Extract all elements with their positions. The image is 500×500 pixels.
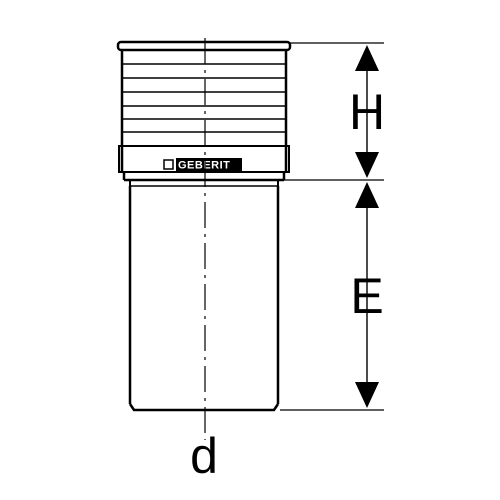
dimension-h-arrow-top-icon <box>355 45 379 71</box>
dimension-h-label: H <box>349 84 385 140</box>
dimension-h-arrow-bottom-icon <box>355 152 379 178</box>
spigot-pipe <box>128 185 280 412</box>
extension-lines <box>280 42 384 411</box>
dimension-h: H <box>349 45 385 178</box>
dimension-d-label: d <box>190 428 218 484</box>
sleeve-ribs <box>122 63 286 133</box>
dimension-e-label: E <box>350 268 383 324</box>
sleeve-top-rim <box>116 40 292 52</box>
sleeve-collar <box>118 145 290 173</box>
dimension-e: E <box>350 182 384 408</box>
dimension-e-arrow-bottom-icon <box>355 382 379 408</box>
dimension-e-arrow-top-icon <box>355 182 379 208</box>
geberit-square-logo-icon <box>163 159 174 170</box>
sleeve-body <box>116 40 292 186</box>
brand-logo-text: GEBERIT <box>178 160 230 172</box>
brand-logo: GEBERIT <box>163 158 242 172</box>
